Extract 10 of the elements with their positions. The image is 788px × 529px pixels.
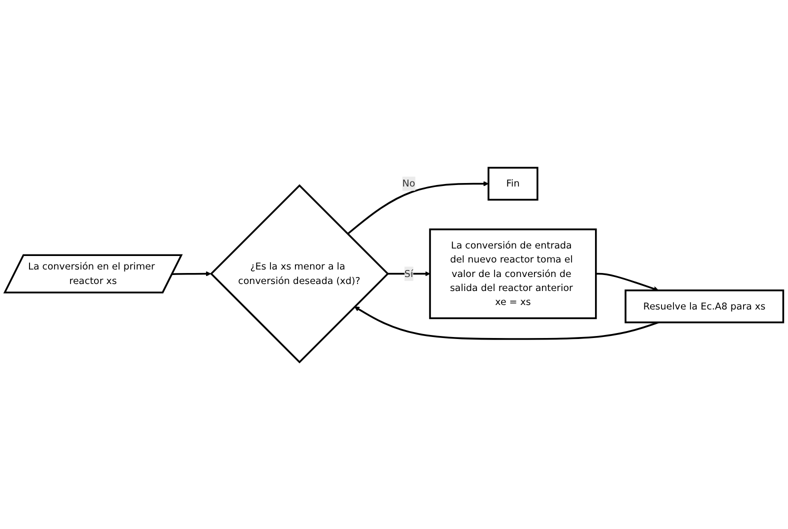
node-box: Resuelve la Ec.A8 para xs bbox=[624, 289, 784, 323]
node-box: Fin bbox=[488, 166, 538, 200]
arrow bbox=[172, 270, 212, 276]
arrow bbox=[354, 306, 659, 340]
edge-label: Sí bbox=[404, 267, 414, 279]
edge-label: No bbox=[402, 177, 416, 189]
node-box: La conversión de entrada del nuevo reactor toma el valor de la conversión de salida del reactor anterior xe = xs bbox=[429, 228, 597, 319]
arrow bbox=[596, 272, 659, 291]
node-diamond: ¿Es la xs menor a la conversión deseada (xd)? bbox=[210, 184, 390, 363]
arrow bbox=[347, 180, 489, 234]
